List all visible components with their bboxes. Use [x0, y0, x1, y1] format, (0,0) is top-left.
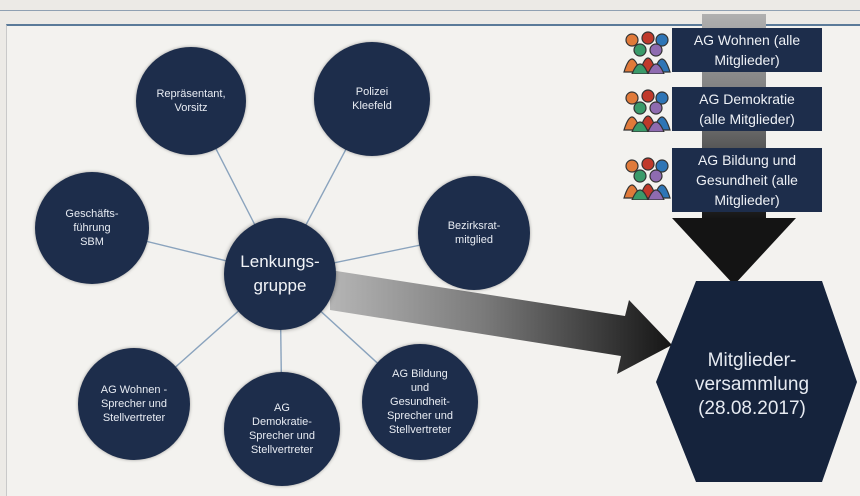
people-group-icon	[623, 89, 671, 132]
ag-bildung-box: AG Bildung und Gesundheit (alle Mitglied…	[672, 148, 822, 212]
node-ag-wohnen-sprecher: AG Wohnen - Sprecher und Stellvertreter	[78, 348, 190, 460]
node-lenkungsgruppe: Lenkungs- gruppe	[224, 218, 336, 330]
node-geschaeftsfuehrung: Geschäfts- führung SBM	[35, 172, 149, 284]
people-group-icon	[623, 31, 671, 74]
node-repraesentant: Repräsentant, Vorsitz	[136, 47, 246, 155]
people-group-icon	[623, 157, 671, 200]
assembly-hexagon	[656, 281, 857, 482]
node-ag-bildung-sprecher: AG Bildung und Gesundheit- Sprecher und …	[362, 344, 478, 460]
ag-wohnen-box: AG Wohnen (alle Mitglieder)	[672, 28, 822, 72]
node-bezirksrat: Bezirksrat- mitglied	[418, 176, 530, 290]
main-arrow	[330, 270, 672, 374]
node-polizei: Polizei Kleefeld	[314, 42, 430, 156]
ag-demokratie-box: AG Demokratie (alle Mitglieder)	[672, 87, 822, 131]
node-ag-demokratie-sprecher: AG Demokratie- Sprecher und Stellvertret…	[224, 372, 340, 486]
assembly-label: Mitglieder- versammlung (28.08.2017)	[694, 350, 810, 419]
top-rule	[0, 10, 860, 11]
